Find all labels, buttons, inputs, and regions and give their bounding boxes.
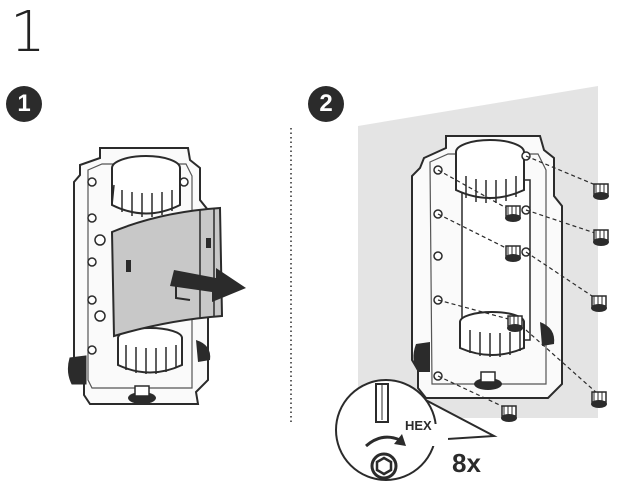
step-1-illustration [67,147,246,405]
screw [507,315,523,332]
pull-direction-arrow [170,268,246,302]
protective-cover [110,206,224,338]
screw [505,245,521,262]
hex-label: HEX [405,418,432,433]
mount-hole [87,345,97,355]
screw [593,183,609,200]
screw [501,405,517,422]
screw-count-label: 8x [452,448,481,478]
hex-socket-icon [370,452,398,480]
mount-hole [87,213,97,223]
screw [505,205,521,222]
page-number: 1 [10,0,46,65]
step-badge-2: 2 [308,86,344,122]
mount-hole [87,177,97,187]
mount-hole [179,177,189,187]
rotate-clockwise-icon [365,435,401,448]
hex-key-icon [375,383,389,423]
screw [591,295,607,312]
mount-hole [433,251,443,261]
step-2-illustration [358,86,609,422]
mount-hole [87,257,97,267]
screw [593,229,609,246]
step-badge-1: 1 [6,86,42,122]
screw [591,391,607,408]
side-latch [413,342,430,372]
tool-callout [335,379,498,481]
screw-set [501,183,609,422]
side-latch [67,355,87,385]
mount-hole [87,295,97,305]
